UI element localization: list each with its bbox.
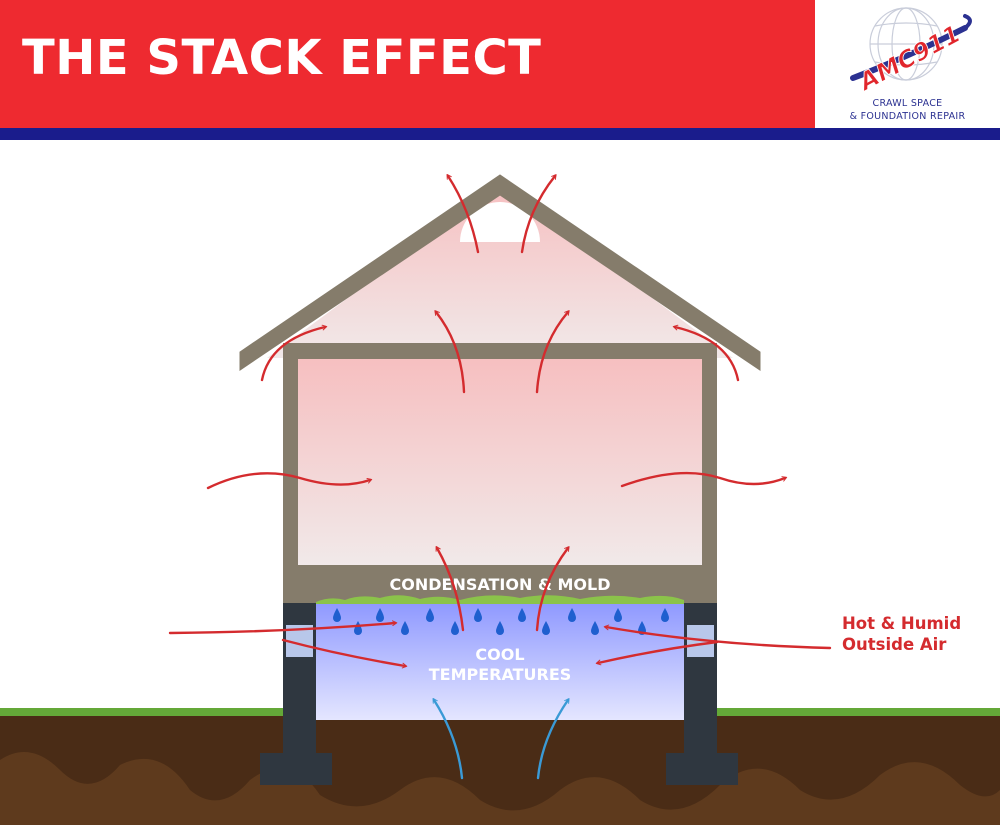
water-drop-icon (401, 621, 409, 635)
right-footing (666, 753, 738, 785)
curved-arrow-icon (434, 310, 466, 394)
water-drop-icon (518, 608, 526, 622)
right-wall (702, 343, 717, 603)
floor-label: CONDENSATION & MOLD (390, 575, 611, 594)
logo-tagline-line2: & FOUNDATION REPAIR (849, 111, 966, 122)
water-drop-icon (474, 608, 482, 622)
water-drop-icon (354, 621, 362, 635)
mold-layer (316, 595, 684, 604)
curved-arrow-icon (446, 174, 480, 254)
soil-texture (0, 752, 1000, 825)
water-drop-icon (661, 608, 669, 622)
water-drop-icon (333, 608, 341, 622)
title-banner: THE STACK EFFECT (0, 0, 815, 128)
attic-space (267, 185, 733, 358)
curved-arrow-icon (620, 471, 788, 488)
water-drop-icon (496, 621, 504, 635)
crawlspace-label-line2: TEMPERATURES (429, 665, 572, 684)
water-drop-icon (376, 608, 384, 622)
curved-arrow-icon (520, 174, 557, 254)
left-footing (260, 753, 332, 785)
water-drop-icon (568, 608, 576, 622)
condensation-drops (333, 608, 669, 635)
page-title: THE STACK EFFECT (22, 30, 542, 86)
curved-arrow-icon (281, 638, 408, 669)
water-drop-icon (614, 608, 622, 622)
crawlspace-label-line1: COOL (475, 645, 524, 664)
curved-arrow-icon (260, 324, 328, 382)
ceiling-joist (283, 343, 717, 359)
curved-arrow-icon (435, 545, 465, 632)
water-drop-icon (426, 608, 434, 622)
left-wall (283, 343, 298, 603)
curved-arrow-icon (672, 324, 740, 382)
curved-arrow-icon (168, 620, 398, 635)
outside-air-callout: Hot & Humid Outside Air (842, 613, 982, 655)
curved-arrow-icon (432, 697, 464, 780)
water-drop-icon (542, 621, 550, 635)
callout-line1: Hot & Humid (842, 614, 962, 633)
roof (239, 174, 761, 371)
water-drop-icon (591, 621, 599, 635)
attic-vent (460, 202, 540, 242)
globe-logo-icon: AMC911 (850, 7, 972, 97)
brand-stripe (0, 128, 1000, 140)
water-drop-icon (451, 621, 459, 635)
living-space (298, 358, 702, 565)
logo-tagline-line1: CRAWL SPACE (872, 98, 943, 109)
company-logo: AMC911 CRAWL SPACE & FOUNDATION REPAIR (815, 0, 1000, 128)
curved-arrow-icon (206, 472, 373, 490)
curved-arrow-icon (595, 640, 719, 666)
callout-line2: Outside Air (842, 635, 947, 654)
curved-arrow-icon (535, 546, 570, 632)
curved-arrow-icon (535, 310, 570, 394)
curved-arrow-icon (536, 698, 570, 780)
